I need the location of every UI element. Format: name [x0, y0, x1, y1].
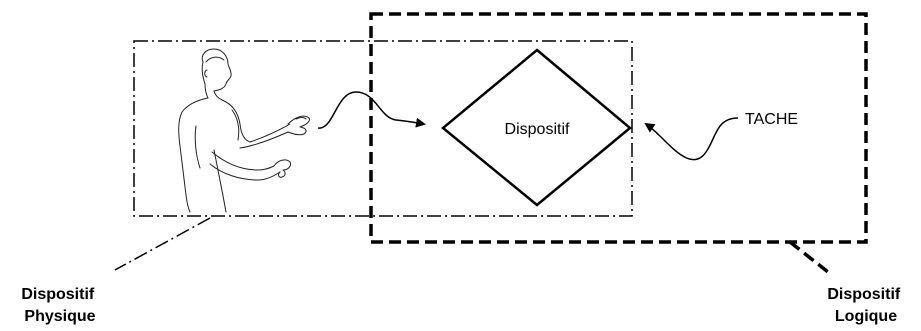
physical-label-line2: Physique — [24, 308, 95, 325]
device-diamond-shape — [441, 48, 632, 207]
wavy-arrow-right — [644, 117, 739, 161]
physical-leader-line — [114, 217, 211, 271]
logical-leader-line — [788, 240, 830, 274]
person-gesturing-icon — [178, 48, 310, 213]
physical-device-box — [133, 40, 633, 217]
logical-label-line2: Logique — [835, 308, 897, 325]
center-label: Dispositif — [505, 121, 570, 138]
logical-label-line1: Dispositif — [827, 286, 901, 303]
logical-device-box — [369, 12, 868, 244]
logical-label: Dispositif Logique — [827, 286, 904, 325]
task-label: TACHE — [745, 111, 798, 128]
physical-label-line1: Dispositif — [21, 286, 95, 303]
wavy-arrow-left — [317, 91, 426, 129]
physical-label: Dispositif Physique — [21, 286, 98, 325]
